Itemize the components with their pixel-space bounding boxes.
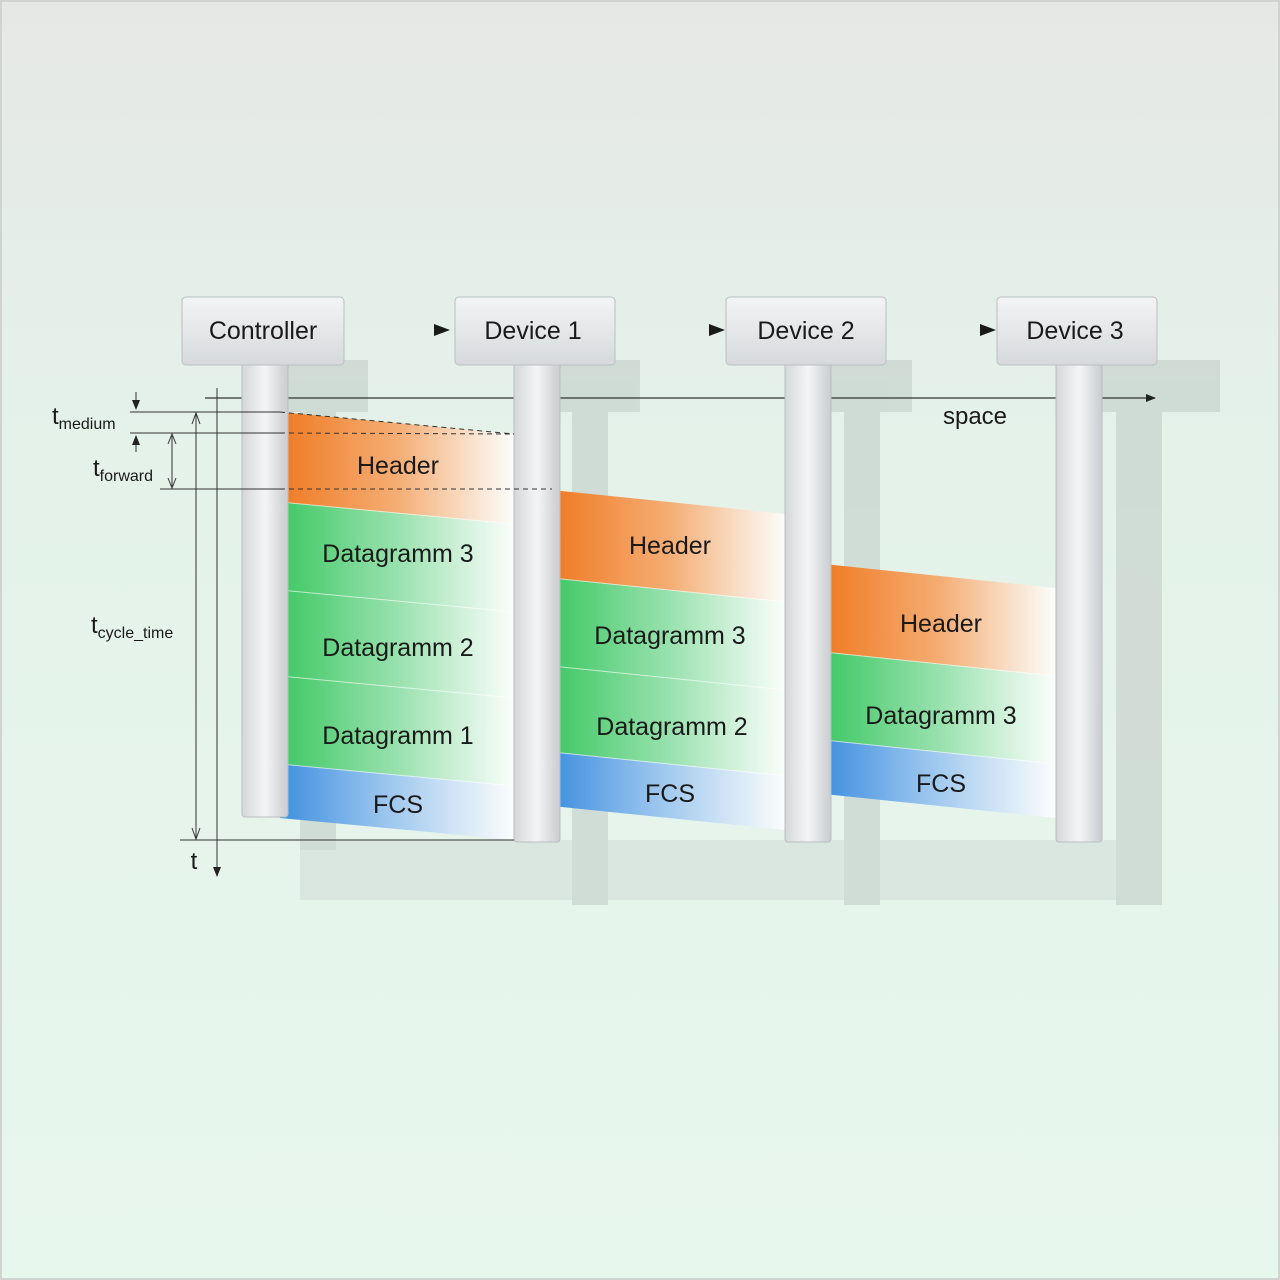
- t-medium-label: tmedium: [52, 403, 116, 433]
- cap-device3: [996, 296, 1158, 366]
- pole-device2: [784, 361, 832, 843]
- node-device3: Device 3: [996, 296, 1158, 843]
- label-datagram-2: Datagramm 2: [596, 713, 747, 741]
- timing-annotations: [130, 388, 552, 877]
- label-datagram-3: Datagramm 3: [594, 622, 745, 650]
- segment-header: [280, 412, 514, 524]
- label-header: Header: [629, 532, 711, 560]
- label-datagram-3: Datagramm 3: [865, 702, 1016, 730]
- cycle-arrow-down: [191, 827, 201, 841]
- shadow-pole-device3: [1116, 400, 1162, 905]
- forward-arrow-up: [167, 432, 177, 445]
- t-forward-label: tforward: [93, 455, 153, 485]
- frame-device2-device3: Header Datagramm 3 FCS: [823, 564, 1057, 818]
- label-fcs: FCS: [645, 780, 695, 808]
- controller-label: Controller: [209, 317, 317, 345]
- node-device1: Device 1: [454, 296, 616, 843]
- device2-label: Device 2: [757, 317, 854, 345]
- label-header: Header: [900, 610, 982, 638]
- segment-datagram-1: [280, 676, 514, 786]
- label-datagram-2: Datagramm 2: [322, 634, 473, 662]
- pole-controller: [241, 361, 289, 818]
- segment-datagram-3: [824, 652, 1056, 764]
- forward-arrow-down: [167, 477, 177, 490]
- segment-header: [824, 564, 1056, 676]
- segment-datagram-3: [280, 502, 514, 612]
- label-fcs: FCS: [916, 770, 966, 798]
- direction-arrow-icon: [434, 324, 450, 336]
- device1-label: Device 1: [484, 317, 581, 345]
- segment-datagram-2: [552, 666, 786, 776]
- cap-device1: [454, 296, 616, 366]
- cycle-arrow-up: [191, 411, 201, 425]
- segment-fcs: [824, 740, 1056, 818]
- label-header: Header: [357, 452, 439, 480]
- segment-datagram-2: [280, 590, 514, 698]
- direction-arrow-icon: [709, 324, 725, 336]
- frame-controller-device1: Header Datagramm 3 Datagramm 2 Datagramm…: [279, 412, 515, 840]
- node-device2: Device 2: [725, 296, 887, 843]
- shadow-base: [300, 840, 1160, 900]
- node-controller: Controller: [181, 296, 345, 818]
- segment-header: [552, 490, 786, 602]
- dashed-medium-end: [279, 432, 515, 435]
- cap-controller: [181, 296, 345, 366]
- frame-device1-device2: Header Datagramm 3 Datagramm 2 FCS: [551, 490, 787, 830]
- cap-device2: [725, 296, 887, 366]
- segment-fcs: [552, 752, 786, 830]
- time-axis-label: t: [191, 848, 198, 875]
- device3-label: Device 3: [1026, 317, 1123, 345]
- label-datagram-3: Datagramm 3: [322, 540, 473, 568]
- dashed-medium-start: [279, 411, 515, 435]
- direction-arrow-icon: [980, 324, 996, 336]
- space-axis-label: space: [943, 403, 1007, 430]
- pole-device1: [513, 361, 561, 843]
- segment-fcs: [280, 764, 514, 840]
- label-datagram-1: Datagramm 1: [322, 722, 473, 750]
- segment-datagram-3: [552, 578, 786, 690]
- t-cycle-time-label: tcycle_time: [91, 612, 173, 642]
- pole-device3: [1055, 361, 1103, 843]
- label-fcs: FCS: [373, 791, 423, 819]
